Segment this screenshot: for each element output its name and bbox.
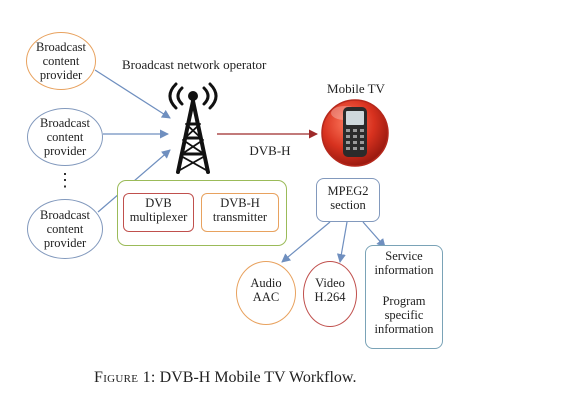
provider-line: content xyxy=(46,130,84,144)
transmitter-line: DVB-H xyxy=(220,196,260,210)
broadcast-tower-icon xyxy=(168,82,218,174)
audio-line: Audio xyxy=(250,276,282,290)
provider-line: provider xyxy=(39,68,83,82)
service-line: information xyxy=(374,322,434,336)
service-information-label: Service information xyxy=(365,249,443,277)
service-line: specific xyxy=(384,308,424,322)
video-h264-node xyxy=(303,261,357,327)
service-line: Service xyxy=(385,249,423,263)
mpeg2-section-label: MPEG2 section xyxy=(316,184,380,212)
arrow-mpeg-to-video xyxy=(336,221,348,263)
provider-node-bottom xyxy=(27,199,103,259)
provider-label-middle: Broadcast content provider xyxy=(27,116,103,158)
mobile-phone-icon xyxy=(321,99,389,167)
provider-line: provider xyxy=(43,236,87,250)
dvbh-transmitter-box xyxy=(201,193,279,232)
mpeg-line: section xyxy=(330,198,366,212)
transmitter-line: transmitter xyxy=(212,210,268,224)
audio-line: AAC xyxy=(252,290,280,304)
audio-aac-label: Audio AAC xyxy=(236,276,296,304)
provider-node-middle xyxy=(27,108,103,166)
program-specific-information-label: Program specific information xyxy=(365,294,443,336)
arrow-mpeg-to-service xyxy=(362,221,386,248)
dvbh-link-label: DVB-H xyxy=(249,143,291,158)
provider-label-top: Broadcast content provider xyxy=(26,40,96,82)
operator-label: Broadcast network operator xyxy=(122,57,267,72)
provider-node-top xyxy=(26,32,96,90)
mpeg2-section-box xyxy=(316,178,380,222)
dvb-multiplexer-box xyxy=(123,193,194,232)
multiplexer-line: DVB xyxy=(145,196,172,210)
provider-line: Broadcast xyxy=(36,40,86,54)
audio-aac-node xyxy=(236,261,296,325)
figure-number: Figure 1: xyxy=(94,369,156,386)
provider-line: content xyxy=(42,54,80,68)
ellipsis-dots: ⋮ xyxy=(56,170,74,190)
service-line: information xyxy=(374,263,434,277)
provider-line: Broadcast xyxy=(40,116,90,130)
video-h264-label: Video H.264 xyxy=(303,276,357,304)
mobile-tv-label: Mobile TV xyxy=(327,81,385,96)
dvb-multiplexer-label: DVB multiplexer xyxy=(123,196,194,224)
arrow-provider1-to-tower xyxy=(94,69,171,119)
arrow-mpeg-to-audio xyxy=(281,221,331,263)
video-line: Video xyxy=(315,276,345,290)
provider-line: Broadcast xyxy=(40,208,90,222)
provider-line: provider xyxy=(43,144,87,158)
provider-label-bottom: Broadcast content provider xyxy=(27,208,103,250)
mpeg-line: MPEG2 xyxy=(327,184,369,198)
service-line: Program xyxy=(382,294,426,308)
figure-caption: Figure 1: DVB-H Mobile TV Workflow. xyxy=(94,369,356,387)
multiplexer-line: multiplexer xyxy=(129,210,188,224)
dvbh-transmitter-label: DVB-H transmitter xyxy=(201,196,279,224)
figure-caption-text: DVB-H Mobile TV Workflow. xyxy=(155,369,357,386)
service-information-box xyxy=(365,245,443,349)
video-line: H.264 xyxy=(314,290,346,304)
provider-line: content xyxy=(46,222,84,236)
